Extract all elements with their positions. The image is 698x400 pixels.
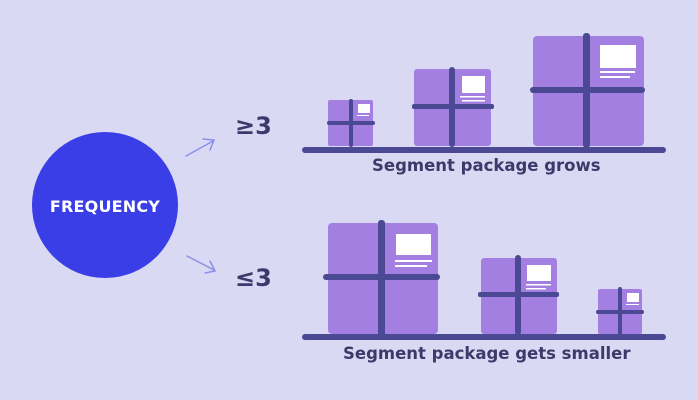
shelf-bottom: [302, 334, 666, 340]
package-top-medium: [412, 67, 494, 147]
package-bottom-medium: [478, 255, 559, 335]
arrow-down: [186, 255, 217, 274]
package-bottom-large: [323, 220, 440, 336]
shelf-top: [302, 147, 666, 153]
center-label: FREQUENCY: [49, 196, 161, 216]
operator-down: ≤3: [235, 264, 272, 292]
package-top-large: [530, 33, 645, 148]
arrow-up: [185, 138, 216, 157]
package-bottom-small: [596, 287, 644, 335]
caption-smaller: Segment package gets smaller: [343, 344, 631, 363]
caption-grows: Segment package grows: [372, 156, 601, 175]
frequency-circle: [32, 132, 178, 278]
package-top-small: [327, 99, 375, 147]
operator-up: ≥3: [235, 112, 272, 140]
